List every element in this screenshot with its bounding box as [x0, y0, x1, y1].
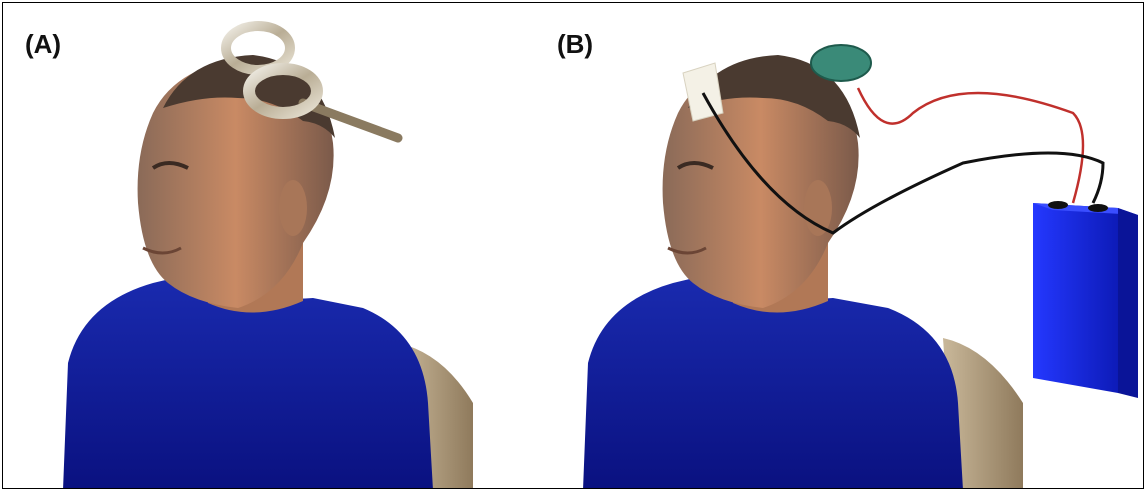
red-wire [858, 88, 1083, 203]
ear-b [804, 180, 832, 236]
top-electrode-icon [811, 45, 871, 81]
battery-icon [1033, 201, 1138, 398]
panel-b-illustration [543, 3, 1143, 489]
panel-b: (B) [543, 3, 1143, 488]
ear-a [279, 180, 307, 236]
panel-a: (A) [3, 3, 543, 488]
panel-a-illustration [3, 3, 543, 489]
